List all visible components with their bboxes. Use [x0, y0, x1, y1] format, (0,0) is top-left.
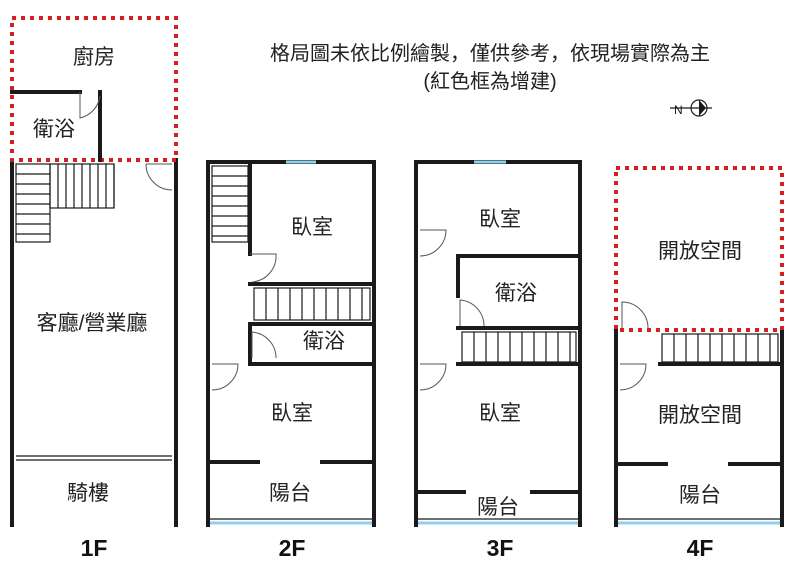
room-label-bedroom-3f-bottom: 臥室: [479, 402, 521, 425]
door-3f-bedroom-top: [419, 229, 447, 257]
addition-frame-1f: [10, 16, 178, 162]
room-label-arcade: 騎樓: [67, 482, 109, 505]
door-4f-open-bottom: [619, 363, 647, 391]
compass-icon: N: [670, 99, 712, 117]
floor-4f-plan: 開放空間 開放空間 陽台 4F: [614, 166, 784, 561]
door-2f-bath: [251, 331, 277, 359]
floor-1f-plan: 廚房 衛浴 客廳/營業廳 騎樓 1F: [10, 16, 178, 561]
staircase-2f: [211, 165, 371, 321]
room-label-balcony-4f: 陽台: [679, 484, 721, 507]
room-label-bedroom-2f-bottom: 臥室: [271, 402, 313, 425]
compass-north-label: N: [674, 103, 683, 117]
floor-label-3f: 3F: [487, 535, 514, 561]
staircase-1f: [15, 163, 115, 243]
door-2f-bedroom-bottom: [211, 363, 239, 391]
floor-2f-plan: 臥室 衛浴 臥室 陽台 2F: [206, 160, 376, 561]
door-2f-bedroom-top: [250, 253, 277, 283]
room-label-open-space-4f-top: 開放空間: [658, 240, 742, 263]
door-1f-bath: [79, 92, 101, 119]
room-label-bath-2f: 衛浴: [303, 330, 345, 353]
room-label-bath-1f: 衛浴: [33, 118, 75, 141]
room-label-kitchen: 廚房: [73, 46, 115, 69]
staircase-3f: [461, 331, 577, 363]
disclaimer-note: 格局圖未依比例繪製，僅供參考，依現場實際為主: [270, 42, 710, 65]
staircase-4f: [661, 333, 779, 363]
room-label-living: 客廳/營業廳: [37, 312, 148, 335]
room-label-bath-3f: 衛浴: [495, 282, 537, 305]
door-4f-open-top: [621, 301, 649, 329]
door-1f-rear: [145, 163, 173, 191]
room-label-bedroom-2f-top: 臥室: [291, 216, 333, 239]
floor-3f-plan: 臥室 衛浴 臥室 陽台 3F: [414, 160, 582, 561]
room-label-balcony-2f: 陽台: [269, 482, 311, 505]
door-3f-bath: [459, 299, 485, 327]
room-label-open-space-4f-bottom: 開放空間: [658, 404, 742, 427]
door-3f-bedroom-bottom: [419, 363, 447, 391]
room-label-balcony-3f: 陽台: [477, 496, 519, 519]
room-label-bedroom-3f-top: 臥室: [479, 208, 521, 231]
floor-label-4f: 4F: [687, 535, 714, 561]
floor-label-1f: 1F: [81, 535, 108, 561]
floor-label-2f: 2F: [279, 535, 306, 561]
addition-frame-4f: [614, 166, 784, 332]
addition-legend-note: (紅色框為增建): [423, 70, 556, 93]
